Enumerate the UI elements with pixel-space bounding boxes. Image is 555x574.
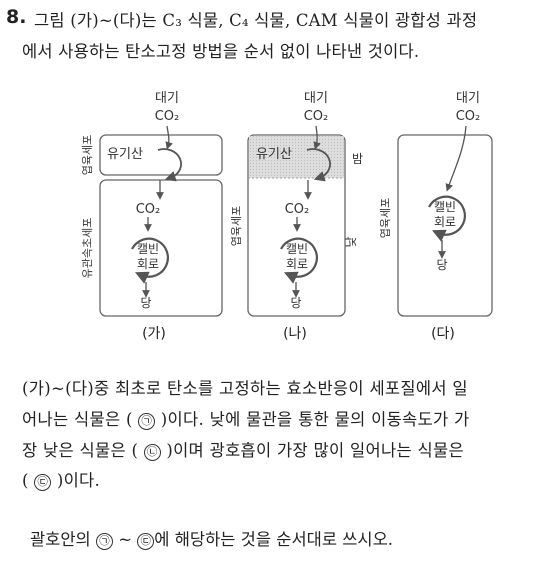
na-sugar: 당 (290, 296, 301, 310)
paragraph-line3: 장 낮은 식물은 ( ㉡ )이며 광호흡이 가장 많이 일어나는 식물은 (22, 441, 464, 461)
da-arrow-atm (445, 125, 467, 192)
paragraph-line1: (가)~(다)중 최초로 탄소를 고정하는 효소반응이 세포질에서 일 (22, 379, 468, 398)
ga-calvin-cycle (131, 237, 169, 284)
question-number: 8. (6, 6, 27, 28)
na-mesophyll-box (247, 134, 346, 317)
ga-atm-co2: CO₂ (155, 109, 180, 124)
ga-mesophyll-box (99, 134, 223, 176)
marker-b: ㉡ (143, 444, 161, 461)
da-atmosphere-label: 대기 (456, 91, 480, 106)
ga-inner-co2: CO₂ (136, 202, 161, 217)
na-mesophyll-label: 엽육세포 (230, 206, 243, 246)
da-sugar: 당 (436, 258, 447, 272)
paragraph-line4: ( ㉢ )이다. (22, 471, 101, 491)
da-mesophyll-box (397, 134, 493, 317)
da-calvin-line1: 캘빈 (434, 200, 456, 214)
ga-atmosphere-label: 대기 (155, 91, 179, 106)
na-organic-acid: 유기산 (256, 147, 292, 162)
da-calvin-line2: 회로 (434, 215, 456, 229)
na-atm-co2: CO₂ (304, 109, 329, 124)
da-mesophyll-label: 엽육세포 (379, 198, 392, 238)
na-arrow-atm (313, 125, 321, 150)
ga-organic-acid: 유기산 (107, 147, 143, 162)
ga-figure-label: (가) (142, 326, 166, 342)
ga-arrow-atm (165, 125, 173, 150)
diagram-da: 대기 CO₂ 엽육세포 캘빈 회로 당 (다) (379, 91, 493, 342)
na-inner-co2: CO₂ (285, 202, 310, 217)
ga-sugar: 당 (140, 296, 151, 310)
ga-calvin-line1: 캘빈 (137, 242, 159, 256)
ga-mesophyll-label: 엽육세포 (81, 135, 94, 175)
ga-bundle-sheath-label: 유관속초세포 (81, 218, 94, 279)
marker-a: ㉠ (138, 413, 156, 430)
diagram-na: 대기 CO₂ 밤 낮 엽육세포 유기산 CO₂ 캘빈 회로 당 (나) (230, 91, 363, 342)
diagram-ga: 대기 CO₂ 엽육세포 유관속초세포 유기산 CO₂ 캘빈 회로 당 (가) (81, 91, 223, 342)
da-calvin-cycle (428, 195, 466, 242)
na-night-label: 밤 (352, 152, 363, 166)
da-figure-label: (다) (431, 326, 455, 342)
marker-c: ㉢ (34, 474, 52, 491)
ga-bundle-sheath-box (99, 179, 223, 317)
ga-calvin-line2: 회로 (137, 257, 159, 271)
na-calvin-line1: 캘빈 (286, 242, 308, 256)
instruction-marker-a: ㉠ (95, 533, 113, 550)
na-c4-cycle (306, 148, 331, 182)
na-atmosphere-label: 대기 (304, 91, 328, 106)
ga-c4-cycle (157, 148, 182, 182)
na-calvin-line2: 회로 (286, 257, 308, 271)
instruction-marker-c: ㉢ (137, 533, 155, 550)
na-day-label: 낮 (344, 236, 358, 247)
na-calvin-cycle (280, 237, 318, 284)
da-atm-co2: CO₂ (456, 109, 481, 124)
question-text-line1: 그림 (가)~(다)는 C₃ 식물, C₄ 식물, CAM 식물이 광합성 과정 (34, 11, 478, 30)
question-text-line2: 에서 사용하는 탄소고정 방법을 순서 없이 나타낸 것이다. (22, 42, 420, 61)
na-figure-label: (나) (283, 326, 307, 342)
paragraph-line2: 어나는 식물은 ( ㉠ )이다. 낮에 물관을 통한 물의 이동속도가 가 (22, 410, 470, 430)
